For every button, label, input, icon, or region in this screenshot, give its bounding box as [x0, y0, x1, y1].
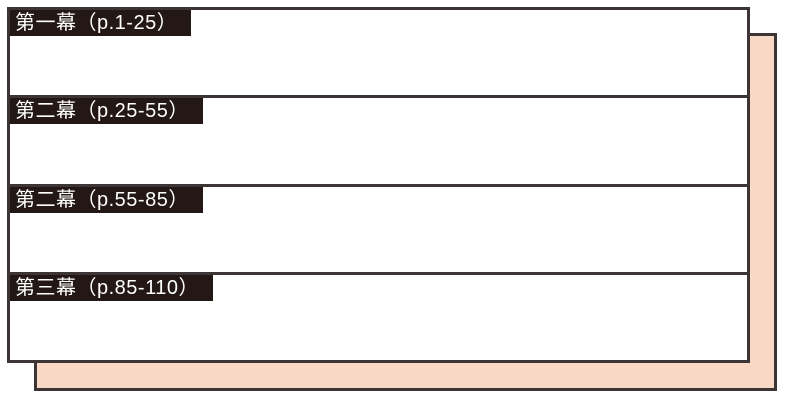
notes-area-4 [10, 300, 747, 360]
act-label-1: 第一幕（p.1-25） [10, 10, 192, 36]
notes-area-2 [10, 124, 747, 184]
act-section-4: 第三幕（p.85-110） [10, 271, 747, 360]
act-label-4: 第三幕（p.85-110） [10, 274, 213, 301]
main-panel: 第一幕（p.1-25） 第二幕（p.25-55） 第二幕（p.55-85） 第三… [7, 7, 750, 363]
act-label-3: 第二幕（p.55-85） [10, 186, 203, 213]
act-section-2: 第二幕（p.25-55） [10, 95, 747, 184]
act-section-3: 第二幕（p.55-85） [10, 183, 747, 272]
notes-area-3 [10, 212, 747, 272]
notes-area-1 [10, 36, 747, 96]
act-label-2: 第二幕（p.25-55） [10, 98, 203, 125]
act-section-1: 第一幕（p.1-25） [10, 10, 747, 96]
